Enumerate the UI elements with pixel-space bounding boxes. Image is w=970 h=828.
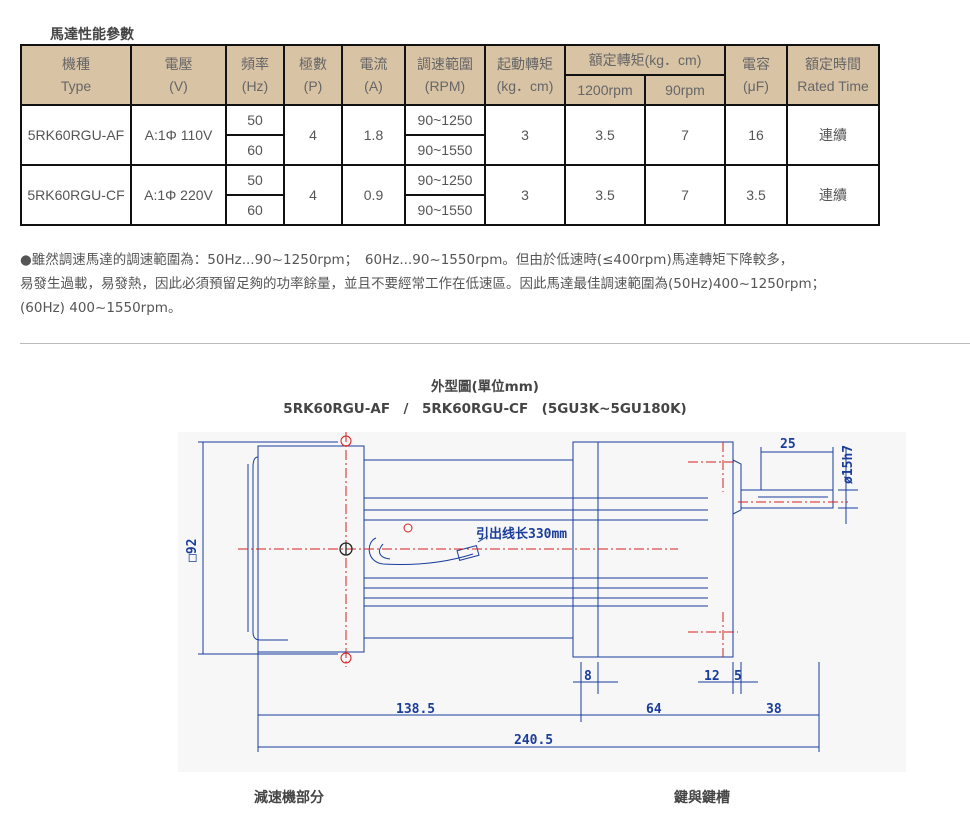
figure-subtitle: 5RK60RGU-AF / 5RK60RGU-CF (5GU3K~5GU180K… — [283, 401, 687, 417]
col-current: 電流(A) — [341, 44, 406, 106]
cell-torque-90: 7 — [644, 104, 726, 166]
divider — [20, 343, 970, 344]
cell-voltage: A:1Φ 110V — [130, 104, 227, 166]
col-rated-torque: 額定轉矩(kg．cm) — [564, 44, 726, 76]
dim-shaft-diameter: ø15h7 — [841, 445, 856, 484]
dim-38: 38 — [766, 702, 782, 717]
col-voltage: 電壓(V) — [130, 44, 227, 106]
table-subheader-row: 1200rpm 90rpm — [21, 74, 879, 106]
cell-capacitor: 3.5 — [724, 164, 788, 226]
dim-240-5: 240.5 — [514, 733, 553, 748]
caption-gearbox: 減速機部分 — [254, 790, 324, 806]
cell-freq: 60 — [225, 194, 285, 226]
cell-voltage: A:1Φ 220V — [130, 164, 227, 226]
note-line: 易發生過載，易發熱，因此必須預留足夠的功率餘量，並且不要經常工作在低速區。因此馬… — [20, 276, 826, 292]
table-row: 60 90~1550 — [21, 194, 879, 226]
cell-capacitor: 16 — [724, 104, 788, 166]
col-torque-1200: 1200rpm — [564, 74, 646, 106]
cell-model: 5RK60RGU-AF — [20, 104, 132, 166]
speed-note: ●雖然調速馬達的調速範圍為：50Hz...90~1250rpm； 60Hz...… — [20, 248, 920, 320]
cell-rated-time: 連續 — [786, 104, 880, 166]
note-line: ●雖然調速馬達的調速範圍為：50Hz...90~1250rpm； 60Hz...… — [20, 252, 794, 268]
cell-freq: 50 — [225, 104, 285, 136]
section-title: 馬達性能參數 — [50, 27, 134, 43]
table-row: 60 90~1550 — [21, 134, 879, 166]
dim-64: 64 — [646, 702, 662, 717]
caption-key: 鍵與鍵槽 — [674, 790, 730, 806]
col-torque-90: 90rpm — [644, 74, 726, 106]
dim-12: 12 — [704, 669, 720, 684]
cell-speed: 90~1550 — [404, 194, 486, 226]
cell-rated-time: 連續 — [786, 164, 880, 226]
col-capacitor: 電容(μF) — [724, 44, 788, 106]
cell-current: 1.8 — [341, 104, 406, 166]
table-row: 5RK60RGU-CF A:1Φ 220V 50 4 0.9 90~1250 3… — [20, 164, 880, 226]
cell-poles: 4 — [283, 104, 343, 166]
cell-speed: 90~1550 — [404, 134, 486, 166]
cell-current: 0.9 — [341, 164, 406, 226]
cell-start-torque: 3 — [484, 164, 566, 226]
dim-square: □92 — [185, 539, 200, 562]
cell-speed: 90~1250 — [404, 104, 486, 136]
col-start-torque: 起動轉矩(kg．cm) — [484, 44, 566, 106]
note-line: (60Hz) 400~1550rpm。 — [20, 300, 182, 316]
cell-torque-90: 7 — [644, 164, 726, 226]
dim-shaft-length: 25 — [780, 437, 796, 452]
col-poles: 極數(P) — [283, 44, 343, 106]
col-frequency: 頻率(Hz) — [225, 44, 285, 106]
cell-poles: 4 — [283, 164, 343, 226]
cell-freq: 60 — [225, 134, 285, 166]
dim-5: 5 — [734, 669, 742, 684]
cell-start-torque: 3 — [484, 104, 566, 166]
cell-speed: 90~1250 — [404, 164, 486, 196]
dim-lead-wire: 引出线长330mm — [476, 526, 567, 542]
cell-freq: 50 — [225, 164, 285, 196]
cell-torque-1200: 3.5 — [564, 164, 646, 226]
figure-heading: 外型圖(單位mm) — [431, 379, 539, 395]
cell-model: 5RK60RGU-CF — [20, 164, 132, 226]
dimension-drawing-svg: □92 25 ø15h7 引出线长330mm 8 12 5 138.5 64 3… — [185, 432, 858, 752]
dim-8: 8 — [584, 669, 592, 684]
dim-138-5: 138.5 — [396, 702, 435, 717]
dimension-drawing: □92 25 ø15h7 引出线长330mm 8 12 5 138.5 64 3… — [178, 432, 906, 772]
cell-torque-1200: 3.5 — [564, 104, 646, 166]
table-row: 5RK60RGU-AF A:1Φ 110V 50 4 1.8 90~1250 3… — [20, 104, 880, 166]
figure-title: 外型圖(單位mm) 5RK60RGU-AF / 5RK60RGU-CF (5GU… — [0, 376, 970, 420]
col-speed-range: 調速範圍(RPM) — [404, 44, 486, 106]
